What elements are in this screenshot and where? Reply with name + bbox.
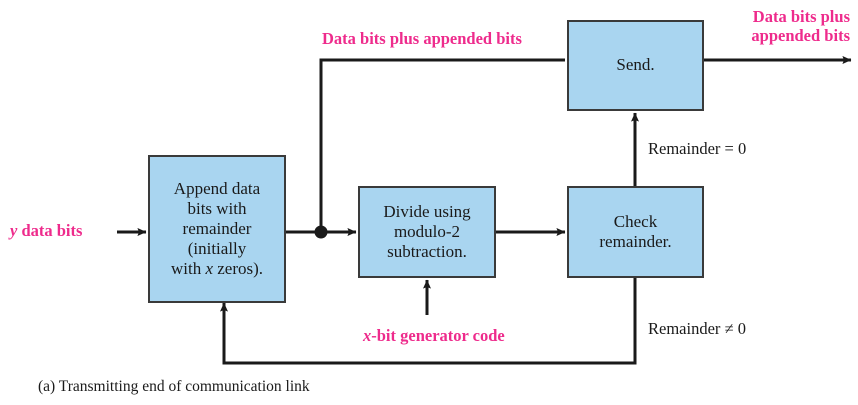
append-line-4: (initially: [187, 239, 247, 259]
divide-line-2: modulo-2: [393, 221, 461, 241]
label-input-data-bits: y data bits: [10, 221, 82, 241]
label-output-line-2: appended bits: [751, 25, 850, 45]
box-check-text: Check remainder.: [595, 212, 675, 252]
send-line-1: Send.: [616, 55, 655, 75]
label-input-variable: y: [10, 221, 18, 240]
label-remainder-equals-zero: Remainder = 0: [648, 139, 747, 158]
box-divide-text: Divide using modulo-2 subtraction.: [379, 202, 474, 262]
label-generator-text: -bit generator code: [371, 326, 505, 345]
box-send-text: Send.: [612, 55, 658, 75]
figure-caption: (a) Transmitting end of communication li…: [38, 378, 310, 395]
append-line-5-suffix: zeros).: [213, 259, 264, 279]
label-data-bits-plus-appended-top: Data bits plus appended bits: [322, 29, 522, 48]
append-line-5-prefix: with: [170, 259, 206, 279]
line-junction-to-send: [319, 58, 565, 232]
feedback-line-check-to-append: [220, 277, 637, 365]
check-line-2: remainder.: [599, 232, 672, 251]
divide-line-1: Divide using: [383, 201, 471, 221]
append-line-3: remainder: [182, 218, 252, 238]
append-line-2: bits with: [187, 198, 247, 218]
append-line-5-variable: x: [205, 259, 213, 279]
label-output-line-1: Data bits plus: [752, 7, 850, 26]
label-generator-code: x-bit generator code: [363, 326, 505, 346]
box-check-remainder[interactable]: Check remainder.: [567, 186, 704, 278]
label-generator-variable: x: [363, 326, 372, 345]
box-send[interactable]: Send.: [567, 20, 704, 111]
label-data-bits-plus-appended-output: Data bits plus appended bits: [690, 7, 850, 46]
box-divide-modulo2[interactable]: Divide using modulo-2 subtraction.: [358, 186, 496, 278]
check-line-1: Check: [613, 211, 658, 231]
divide-line-3: subtraction.: [387, 242, 467, 262]
label-input-text: data bits: [17, 221, 83, 240]
append-line-1: Append data: [173, 178, 261, 198]
label-remainder-not-zero: Remainder ≠ 0: [648, 319, 746, 338]
box-append-data-bits[interactable]: Append data bits with remainder (initial…: [148, 155, 286, 303]
box-append-text: Append data bits with remainder (initial…: [167, 179, 267, 279]
